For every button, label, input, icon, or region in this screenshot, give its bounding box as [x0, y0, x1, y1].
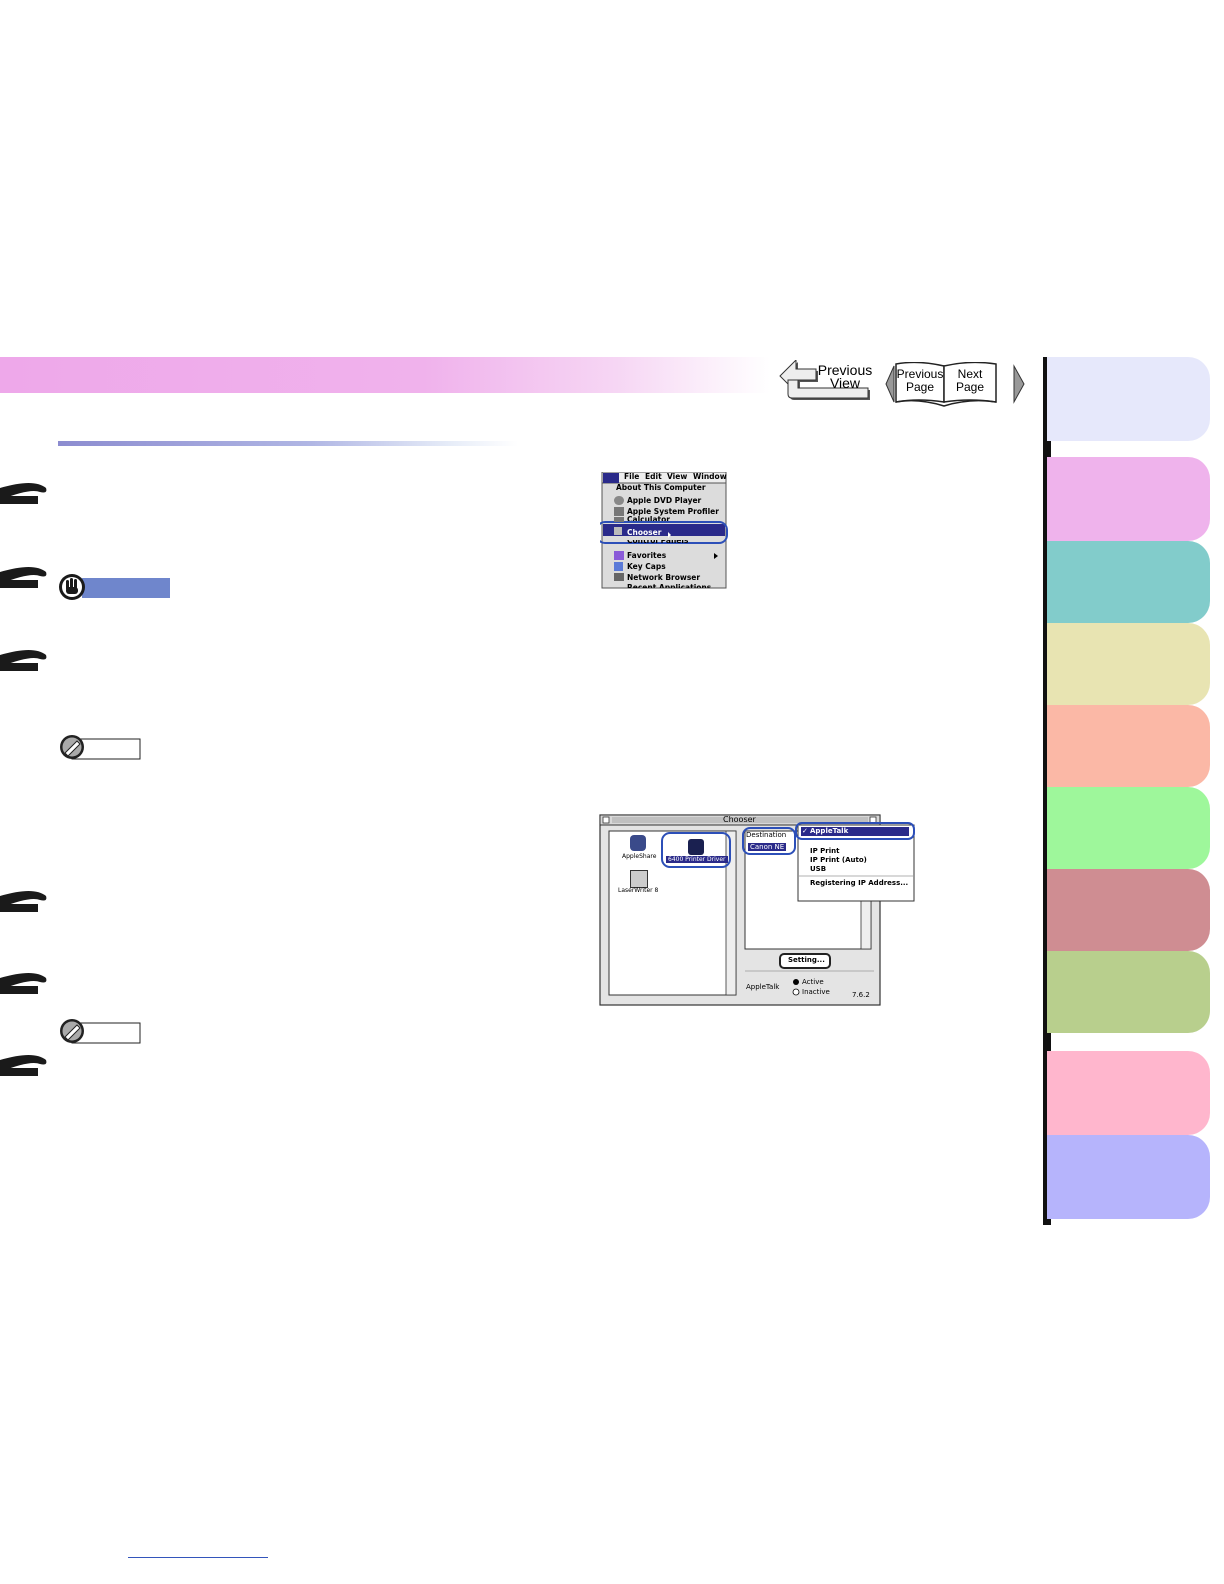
- dvd-icon: [614, 496, 624, 505]
- menu-item-keycaps[interactable]: Key Caps: [627, 562, 666, 571]
- menu-item-about[interactable]: About This Computer: [616, 483, 706, 492]
- destination-label: Destination: [746, 831, 787, 839]
- previous-view-button[interactable]: Previous View: [778, 360, 878, 404]
- note-pencil-icon: [60, 1019, 141, 1044]
- caution-hand-icon: [59, 574, 85, 600]
- chapter-tab-9[interactable]: [1047, 1051, 1210, 1135]
- note-box-1: [58, 734, 142, 760]
- note-pencil-icon: [60, 735, 141, 760]
- step-bullet-3-icon: [0, 650, 47, 671]
- favorites-icon: [614, 551, 624, 560]
- step-bullet-1-icon: [0, 483, 47, 504]
- title-rule: [58, 441, 518, 446]
- previous-page-button[interactable]: Previous Page: [896, 367, 944, 394]
- popup-item-checkmark-icon: ✓: [802, 827, 808, 835]
- back-arrow-icon: [779, 360, 870, 400]
- popup-item-registering-ip[interactable]: Registering IP Address...: [810, 879, 909, 887]
- chapter-tab-4[interactable]: [1047, 623, 1210, 705]
- chooser-frame: [599, 814, 915, 1006]
- destination-value[interactable]: Canon NE: [748, 843, 787, 851]
- laserwriter-icon[interactable]: [630, 870, 648, 888]
- setting-button[interactable]: Setting...: [788, 956, 825, 964]
- chapter-tab-7[interactable]: [1047, 869, 1210, 951]
- step-bullet-5-icon: [0, 973, 47, 994]
- chapter-tab-6[interactable]: [1047, 787, 1210, 869]
- popup-item-appletalk[interactable]: AppleTalk: [810, 827, 849, 835]
- menu-item-chooser[interactable]: Chooser: [627, 528, 662, 537]
- previous-view-label: Previous View: [817, 362, 873, 391]
- menu-item-recent-applications[interactable]: Recent Applications: [627, 583, 712, 588]
- step-bullet-6-icon: [0, 1055, 47, 1076]
- step-bullets: [0, 483, 47, 1076]
- popup-item-usb[interactable]: USB: [810, 865, 827, 873]
- header-band: [0, 357, 770, 393]
- footer-link-underline[interactable]: [128, 1557, 268, 1558]
- cursor-arrow-icon: [668, 532, 671, 538]
- radio-inactive[interactable]: Inactive: [802, 988, 830, 996]
- chooser-title: Chooser: [723, 815, 756, 824]
- menu-item-control-panels[interactable]: Control Panels: [627, 540, 689, 545]
- appletalk-label: AppleTalk: [746, 983, 780, 991]
- page-navigation: Previous Page Next Page: [884, 362, 1026, 408]
- appleshare-icon[interactable]: [630, 835, 646, 851]
- step-bullet-2-icon: [0, 567, 47, 588]
- chapter-tab-5[interactable]: [1047, 705, 1210, 787]
- chapter-tab-2[interactable]: [1047, 457, 1210, 541]
- calculator-icon: [614, 517, 624, 522]
- menubar-file[interactable]: File: [624, 472, 640, 481]
- menu-item-dvd[interactable]: Apple DVD Player: [627, 496, 702, 505]
- printer-driver-icon[interactable]: [688, 839, 704, 855]
- menu-item-favorites[interactable]: Favorites: [627, 551, 667, 560]
- profiler-icon: [614, 507, 624, 516]
- menu-item-calculator[interactable]: Calculator: [627, 515, 670, 521]
- chapter-tab-10[interactable]: [1047, 1135, 1210, 1219]
- menubar-edit[interactable]: Edit: [645, 472, 662, 481]
- note-box-2: [58, 1018, 142, 1044]
- radio-active[interactable]: Active: [802, 978, 824, 986]
- network-icon: [614, 573, 624, 581]
- book-icon: [885, 362, 1025, 407]
- version-label: 7.6.2: [852, 991, 870, 999]
- menubar-window[interactable]: Window: [693, 472, 727, 481]
- chapter-tab-strip: [1043, 357, 1224, 1225]
- chapter-tab-8[interactable]: [1047, 951, 1210, 1033]
- chooser-icon: [614, 527, 622, 535]
- laserwriter-label: LaserWriter 8: [618, 887, 659, 894]
- caution-box: [58, 573, 170, 600]
- chooser-screenshot: Chooser AppleShare 6400 Printer Driver L…: [598, 813, 916, 1008]
- keycaps-icon: [614, 562, 623, 571]
- chapter-tab-3[interactable]: [1047, 541, 1210, 623]
- apple-menu-screenshot: File Edit View Window About This Compute…: [600, 472, 730, 590]
- menubar-view[interactable]: View: [667, 472, 688, 481]
- next-page-button[interactable]: Next Page: [955, 367, 985, 394]
- chapter-tab-1[interactable]: [1047, 357, 1210, 441]
- menu-item-profiler[interactable]: Apple System Profiler: [627, 507, 719, 516]
- submenu-arrow-icon: [714, 553, 718, 559]
- caution-bar: [82, 578, 170, 598]
- popup-item-ip-print[interactable]: IP Print: [810, 847, 840, 855]
- printer-driver-label: 6400 Printer Driver: [666, 856, 728, 863]
- step-bullet-4-icon: [0, 891, 47, 912]
- appleshare-label: AppleShare: [622, 853, 657, 860]
- menu-item-network-browser[interactable]: Network Browser: [627, 573, 701, 582]
- popup-item-ip-print-auto[interactable]: IP Print (Auto): [810, 856, 867, 864]
